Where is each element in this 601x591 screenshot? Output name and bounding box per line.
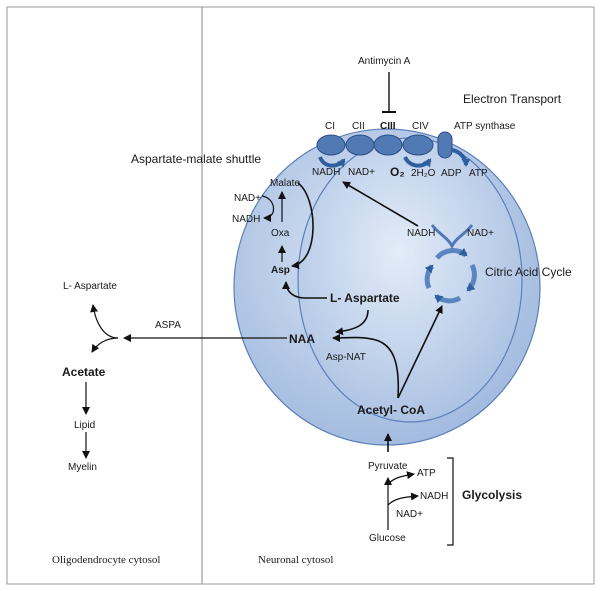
lipid-label: Lipid (74, 420, 95, 431)
complex-iii-label: CIII (380, 121, 396, 132)
complex-i-shape (316, 134, 346, 156)
acetyl-coa-label: Acetyl- CoA (357, 403, 425, 417)
cycle-arc-right (466, 263, 477, 292)
asp-nat-label: Asp-NAT (326, 352, 366, 363)
malate-label: Malate (270, 178, 300, 189)
antimycin-a-label: Antimycin A (358, 56, 411, 67)
mito-l-aspartate-label: L- Aspartate (330, 291, 400, 305)
arrow-acetylcoa-to-naa (332, 333, 400, 399)
aspa-label: ASPA (155, 320, 181, 331)
shuttle-title: Aspartate-malate shuttle (131, 152, 261, 166)
complex-ii-label: CII (352, 121, 365, 132)
acetate-label: Acetate (62, 365, 106, 379)
shuttle-nadh-label: NADH (232, 214, 260, 225)
glycolysis-nad-plus-label: NAD+ (396, 509, 423, 520)
glycolysis-nadh-label: NADH (420, 491, 448, 502)
complex-ii-shape (345, 134, 375, 156)
neuronal-cytosol-label: Neuronal cytosol (258, 554, 333, 566)
cycle-nadh-arc (430, 224, 474, 250)
arrow-nadh-to-etc (342, 181, 419, 227)
electron-transport-chain (316, 131, 471, 168)
pyruvate-label: Pyruvate (368, 461, 408, 472)
arrow-laspartate-to-asp (282, 281, 327, 299)
figure-frame (6, 6, 595, 585)
arrow-aspa-to-laspartate (90, 304, 119, 339)
complex-i-label: CI (325, 121, 335, 132)
etc-nad-plus-label: NAD+ (348, 167, 375, 178)
oligo-l-aspartate-label: L- Aspartate (63, 281, 117, 292)
arrow-laspartate-to-naa (335, 309, 369, 336)
atp-synthase-arrow (451, 148, 471, 167)
cycle-arc-top (435, 247, 468, 260)
arrow-aspa-to-acetate (91, 337, 119, 353)
asp-label: Asp (271, 265, 290, 276)
naa-label: NAA (289, 332, 315, 346)
adp-label: ADP (441, 168, 462, 179)
complex-iv-label: CIV (412, 121, 429, 132)
arrow-acetylcoa-to-cycle (397, 305, 443, 399)
arrow-glycolysis-atp (387, 471, 415, 486)
o2-label: O₂ (390, 165, 405, 179)
shuttle-nad-plus-label: NAD+ (234, 193, 261, 204)
glycolysis-title: Glycolysis (462, 488, 522, 502)
complex-i-arrow (318, 156, 346, 168)
etc-atp-label: ATP (469, 168, 488, 179)
complex-iv-arrow (403, 155, 432, 168)
complex-iii-shape (373, 134, 403, 156)
etc-nadh-label: NADH (312, 167, 340, 178)
atp-synthase-label: ATP synthase (454, 121, 516, 132)
electron-transport-title: Electron Transport (463, 92, 562, 106)
atp-synthase-shape (437, 131, 453, 159)
cycle-arc-bottom (434, 293, 462, 304)
arrow-malate-to-asp (291, 182, 314, 269)
citric-acid-cycle-arrows (424, 247, 477, 304)
cycle-nad-plus-label: NAD+ (467, 228, 494, 239)
h2o-label: 2H₂O (411, 168, 436, 179)
myelin-label: Myelin (68, 462, 97, 473)
oxa-label: Oxa (271, 228, 290, 239)
cycle-nadh-label: NADH (407, 228, 435, 239)
complex-iv-shape (402, 134, 434, 156)
citric-acid-cycle-title: Citric Acid Cycle (485, 265, 572, 279)
glucose-label: Glucose (369, 533, 406, 544)
glycolysis-atp-label: ATP (417, 468, 436, 479)
mitochondrion-inner-membrane (297, 137, 523, 423)
glycolysis-bracket (447, 457, 454, 546)
arrow-nad-to-nadh (261, 195, 275, 222)
oligodendrocyte-cytosol-label: Oligodendrocyte cytosol (52, 554, 160, 566)
arrow-glycolysis-nadh (387, 492, 419, 506)
cycle-arc-left (424, 264, 435, 290)
